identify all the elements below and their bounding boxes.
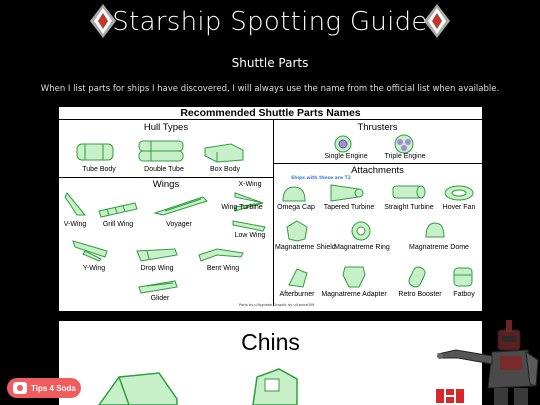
part-label: Hover Fan	[442, 204, 476, 211]
x-wing-icon	[234, 192, 264, 212]
magnatreme-ring-icon	[351, 221, 371, 241]
part-label: Triple Engine	[384, 153, 426, 160]
divider	[273, 163, 482, 164]
part-label: Afterburner	[279, 291, 315, 298]
guide-title: Recommended Shuttle Parts Names	[59, 107, 482, 120]
double-tube-icon	[138, 140, 184, 162]
part-label: Low Wing	[234, 232, 266, 239]
part-label: Drop Wing	[140, 265, 174, 272]
magnatreme-adapter-icon	[342, 266, 366, 288]
section-wings: Wings	[152, 179, 180, 190]
parts-guide-image: Recommended Shuttle Parts Names Hull Typ…	[59, 107, 482, 311]
hover-fan-icon	[444, 185, 474, 201]
section-thrusters: Thrusters	[357, 122, 398, 133]
v-wing-icon	[64, 192, 87, 216]
straight-turbine-icon	[392, 185, 426, 199]
magnatreme-shield-icon	[286, 220, 308, 242]
part-label: Double Tube	[144, 166, 184, 173]
afterburner-icon	[288, 268, 308, 288]
divider	[273, 120, 274, 306]
divider	[59, 177, 273, 178]
image-credit: Parts by u/Uppiebh Graphic by u/Lenne009	[239, 303, 315, 307]
part-label: Fatboy	[453, 291, 475, 298]
voyager-icon	[153, 196, 208, 216]
part-label: Magnatreme Dome	[409, 244, 469, 251]
part-label: Omega Cap	[277, 204, 315, 211]
coffee-cup-icon	[13, 382, 27, 394]
part-label: V-Wing	[63, 221, 87, 228]
robot-character-icon	[437, 320, 539, 405]
site-header: Starship Spotting Guide	[0, 4, 540, 44]
part-label: Straight Turbine	[384, 204, 434, 211]
drop-wing-icon	[136, 248, 178, 262]
part-label: Tapered Turbine	[323, 204, 375, 211]
tips-button[interactable]: Tips 4 Soda	[7, 378, 81, 398]
part-label: Retro Booster	[398, 291, 442, 298]
tips-label: Tips 4 Soda	[31, 383, 76, 393]
page-title: Shuttle Parts	[231, 56, 309, 70]
part-label: Single Engine	[324, 153, 368, 160]
chins-image: Chins	[59, 321, 482, 405]
glider-icon	[138, 280, 178, 294]
logo-icon	[424, 4, 450, 38]
triple-engine-icon	[394, 134, 414, 154]
fatboy-icon	[453, 267, 473, 287]
bent-wing-icon	[198, 248, 244, 262]
retro-booster-icon	[408, 266, 426, 288]
section-hull-types: Hull Types	[143, 122, 189, 133]
omega-cap-icon	[282, 186, 306, 202]
tube-body-icon	[76, 143, 114, 161]
logo-icon	[90, 4, 116, 38]
site-title[interactable]: Starship Spotting Guide	[112, 7, 428, 37]
intro-text: When I list parts for ships I have disco…	[40, 84, 500, 94]
grill-wing-icon	[98, 202, 138, 218]
part-label: Magnatreme Shield	[275, 244, 336, 251]
part-label: Wing Turbine	[221, 204, 263, 211]
magnatreme-dome-icon	[425, 222, 445, 238]
part-label: X-Wing	[238, 181, 262, 188]
part-label: Grill Wing	[102, 221, 134, 228]
y-wing-icon	[72, 240, 108, 262]
chins-title: Chins	[241, 329, 300, 355]
single-engine-icon	[334, 135, 352, 153]
part-label: Glider	[150, 295, 170, 302]
part-label: Bent Wing	[206, 265, 240, 272]
low-wing-icon	[232, 220, 266, 232]
part-label: Y-Wing	[82, 265, 106, 272]
section-attachments: Attachments	[351, 165, 404, 176]
chin-badge-icon	[436, 389, 464, 403]
tapered-turbine-icon	[330, 184, 364, 202]
part-label: Magnatreme Ring	[334, 244, 390, 251]
part-label: Magnatreme Adapter	[321, 291, 387, 298]
chin-part-icon	[252, 368, 298, 405]
part-label: Box Body	[210, 166, 240, 173]
chin-part-icon	[98, 372, 178, 405]
box-body-icon	[204, 143, 244, 163]
t2-note: Ships with these are T2	[291, 176, 351, 181]
part-label: Voyager	[166, 221, 192, 228]
part-label: Tube Body	[82, 166, 116, 173]
